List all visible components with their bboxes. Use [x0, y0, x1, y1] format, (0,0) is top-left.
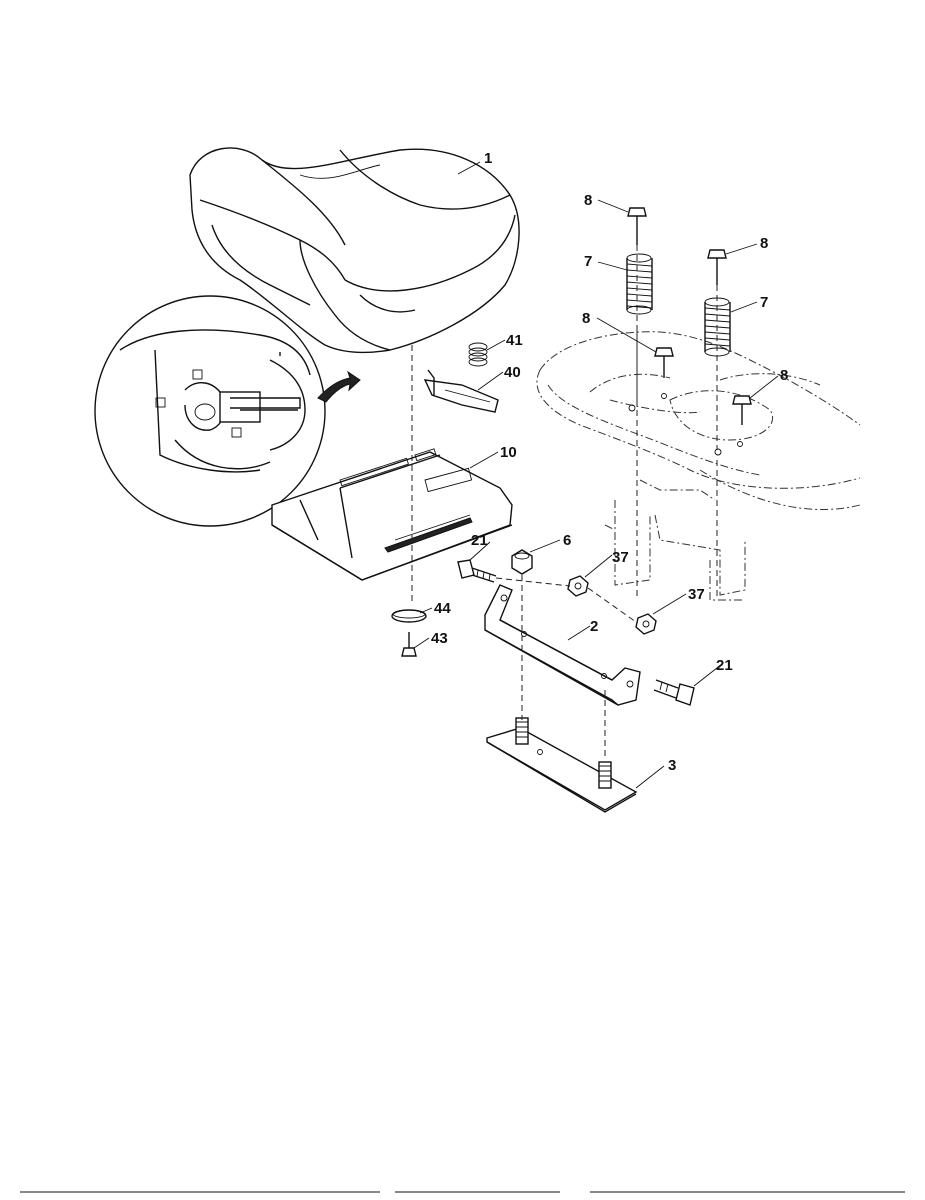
bolt-21-right [653, 679, 695, 706]
stud-left [515, 717, 529, 745]
callout-3: 3 [668, 757, 676, 774]
spring-7-left [626, 253, 653, 315]
callout-44: 44 [434, 600, 451, 617]
bolt-21-left [457, 559, 497, 583]
washer-44 [391, 609, 427, 623]
bolt-8-mid [654, 347, 674, 378]
latch-detail-magnifier [94, 295, 326, 527]
bracket-2 [484, 584, 641, 706]
callout-37: 37 [612, 549, 629, 566]
bolt-8-top-right [707, 249, 727, 285]
leader-lines [413, 161, 779, 789]
nut-37-left [567, 575, 589, 597]
bracket-40 [423, 369, 499, 413]
callout-43: 43 [431, 630, 448, 647]
seat-pan-10 [271, 448, 513, 581]
callout-21: 21 [716, 657, 733, 674]
base-plate-3 [486, 717, 638, 813]
callout-21: 21 [471, 532, 488, 549]
spring-41 [468, 342, 488, 367]
bolt-8-top-left [627, 207, 647, 245]
callout-10: 10 [500, 444, 517, 461]
callout-37: 37 [688, 586, 705, 603]
screw-43 [401, 632, 417, 657]
bolt-8-right [732, 395, 752, 425]
callout-1: 1 [484, 150, 492, 167]
callout-41: 41 [506, 332, 523, 349]
callout-8: 8 [584, 192, 592, 209]
tractor-frame-outline [536, 331, 861, 601]
nut-6 [511, 549, 533, 575]
callout-6: 6 [563, 532, 571, 549]
stud-right [598, 761, 612, 789]
callout-7: 7 [760, 294, 768, 311]
nut-37-right [635, 613, 657, 635]
callout-8: 8 [780, 367, 788, 384]
curved-arrow [317, 370, 361, 403]
callout-labels: 1 8 8 7 7 8 8 41 40 10 21 6 37 37 2 21 4… [431, 150, 788, 774]
callout-7: 7 [584, 253, 592, 270]
callout-2: 2 [590, 618, 598, 635]
callout-8: 8 [760, 235, 768, 252]
callout-8: 8 [582, 310, 590, 327]
callout-40: 40 [504, 364, 521, 381]
seat [189, 147, 520, 354]
assembly-lines [411, 245, 718, 760]
